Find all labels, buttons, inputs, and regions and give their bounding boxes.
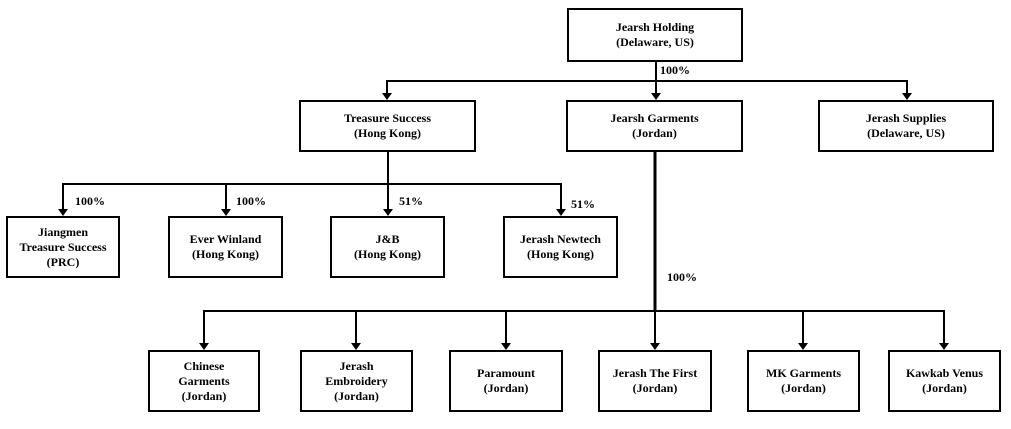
node-jerash-newtech: Jerash Newtech (Hong Kong) [503,216,618,278]
ownership-jiangmen: 100% [75,194,105,208]
ownership-jordan: 100% [667,270,697,284]
node-jiangmen: Jiangmen Treasure Success (PRC) [6,216,120,278]
ownership-jerash-newtech: 51% [571,197,595,211]
ownership-holding: 100% [660,63,690,77]
node-jearsh-holding: Jearsh Holding (Delaware, US) [567,8,743,62]
node-jerash-supplies: Jerash Supplies (Delaware, US) [818,100,994,152]
node-chinese-garments: Chinese Garments (Jordan) [148,350,260,412]
node-jearsh-garments: Jearsh Garments (Jordan) [566,100,743,152]
node-treasure-success: Treasure Success (Hong Kong) [299,100,476,152]
node-mk-garments: MK Garments (Jordan) [747,350,860,412]
node-jb: J&B (Hong Kong) [330,216,445,278]
node-jerash-embroidery: Jerash Embroidery (Jordan) [300,350,413,412]
ownership-jb: 51% [399,194,423,208]
node-ever-winland: Ever Winland (Hong Kong) [168,216,283,278]
node-kawkab-venus: Kawkab Venus (Jordan) [888,350,1001,412]
node-jerash-the-first: Jerash The First (Jordan) [598,350,712,412]
node-paramount: Paramount (Jordan) [449,350,563,412]
ownership-ever-winland: 100% [236,194,266,208]
